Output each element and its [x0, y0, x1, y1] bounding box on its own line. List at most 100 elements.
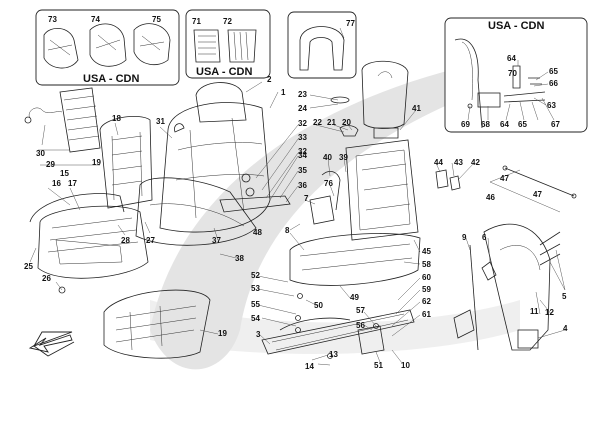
label-44: 44 — [434, 158, 443, 167]
spring-mat — [24, 87, 101, 153]
label-19-bottom: 19 — [218, 329, 227, 338]
front-direction-arrow-body — [32, 331, 75, 357]
label-53: 53 — [251, 284, 260, 293]
label-28: 28 — [121, 236, 130, 245]
label-37: 37 — [212, 236, 221, 245]
label-65-top: 65 — [549, 67, 558, 76]
label-9: 9 — [462, 233, 467, 242]
inset-usa-cdn-detail: USA - CDN — [444, 17, 588, 133]
label-25: 25 — [24, 262, 33, 271]
label-2: 2 — [267, 75, 272, 84]
label-61: 61 — [422, 310, 431, 319]
label-1: 1 — [281, 88, 286, 97]
label-58: 58 — [422, 260, 431, 269]
label-17: 17 — [68, 179, 77, 188]
label-12: 12 — [545, 308, 554, 317]
label-71: 71 — [192, 17, 201, 26]
label-64-top: 64 — [507, 54, 516, 63]
label-68: 68 — [481, 120, 490, 129]
label-27: 27 — [146, 236, 155, 245]
label-4: 4 — [563, 324, 568, 333]
label-51: 51 — [374, 361, 383, 370]
label-36: 36 — [298, 181, 307, 190]
seat-rails — [261, 233, 421, 359]
label-42: 42 — [471, 158, 480, 167]
label-72: 72 — [223, 17, 232, 26]
label-59: 59 — [422, 285, 431, 294]
label-5: 5 — [562, 292, 567, 301]
label-62: 62 — [422, 297, 431, 306]
label-30: 30 — [36, 149, 45, 158]
label-47-right: 47 — [533, 190, 542, 199]
main-seat — [135, 82, 291, 246]
inset-child-seats: USA - CDN — [35, 9, 180, 86]
label-15: 15 — [60, 169, 69, 178]
label-21: 21 — [327, 118, 336, 127]
seat-belt-assembly — [453, 223, 561, 351]
label-49: 49 — [350, 293, 359, 302]
label-24: 24 — [298, 104, 307, 113]
label-38: 38 — [235, 254, 244, 263]
label-16: 16 — [52, 179, 61, 188]
label-3: 3 — [256, 330, 261, 339]
label-48: 48 — [253, 228, 262, 237]
label-35: 35 — [298, 166, 307, 175]
label-18: 18 — [112, 114, 121, 123]
label-73: 73 — [48, 15, 57, 24]
label-57: 57 — [356, 306, 365, 315]
label-67: 67 — [551, 120, 560, 129]
label-34: 34 — [298, 151, 307, 160]
label-20: 20 — [342, 118, 351, 127]
label-43: 43 — [454, 158, 463, 167]
label-70: 70 — [508, 69, 517, 78]
label-66: 66 — [549, 79, 558, 88]
seat-back-pad — [99, 116, 153, 209]
inset-caption-right: USA - CDN — [488, 20, 544, 32]
label-50: 50 — [314, 301, 323, 310]
label-65-bottom: 65 — [518, 120, 527, 129]
front-direction-arrow — [28, 334, 73, 353]
label-60: 60 — [422, 273, 431, 282]
label-47-left: 47 — [500, 174, 509, 183]
label-10: 10 — [401, 361, 410, 370]
label-6: 6 — [482, 233, 487, 242]
label-54: 54 — [251, 314, 260, 323]
label-76: 76 — [324, 179, 333, 188]
label-11: 11 — [530, 307, 539, 316]
inset-caption-mid: USA - CDN — [196, 66, 252, 78]
label-45: 45 — [422, 247, 431, 256]
label-46: 46 — [486, 193, 495, 202]
label-7: 7 — [304, 194, 309, 203]
seat-back-frame — [309, 60, 461, 241]
inset-cushion-pads: USA - CDN — [185, 9, 271, 79]
label-22: 22 — [313, 118, 322, 127]
label-19-top: 19 — [92, 158, 101, 167]
label-77: 77 — [346, 19, 355, 28]
label-14: 14 — [305, 362, 314, 371]
inset-headrest-cover — [287, 11, 357, 79]
seat-pan — [103, 289, 211, 359]
label-26: 26 — [42, 274, 51, 283]
label-52: 52 — [251, 271, 260, 280]
cable-47 — [489, 165, 577, 213]
label-32-a: 32 — [298, 119, 307, 128]
label-40: 40 — [323, 153, 332, 162]
label-31: 31 — [156, 117, 165, 126]
background-swoosh-lower — [150, 300, 520, 354]
label-8: 8 — [285, 226, 290, 235]
label-69: 69 — [461, 120, 470, 129]
label-75: 75 — [152, 15, 161, 24]
label-56: 56 — [356, 321, 365, 330]
label-55: 55 — [251, 300, 260, 309]
label-63: 63 — [547, 101, 556, 110]
leader-lines — [29, 27, 566, 366]
label-33: 33 — [298, 133, 307, 142]
label-39: 39 — [339, 153, 348, 162]
part-labels: 73 74 75 71 72 77 2 1 18 31 30 29 19 15 … — [24, 15, 568, 371]
label-29: 29 — [46, 160, 55, 169]
label-23: 23 — [298, 90, 307, 99]
label-74: 74 — [91, 15, 100, 24]
label-13: 13 — [329, 350, 338, 359]
inset-caption-left: USA - CDN — [83, 73, 139, 85]
